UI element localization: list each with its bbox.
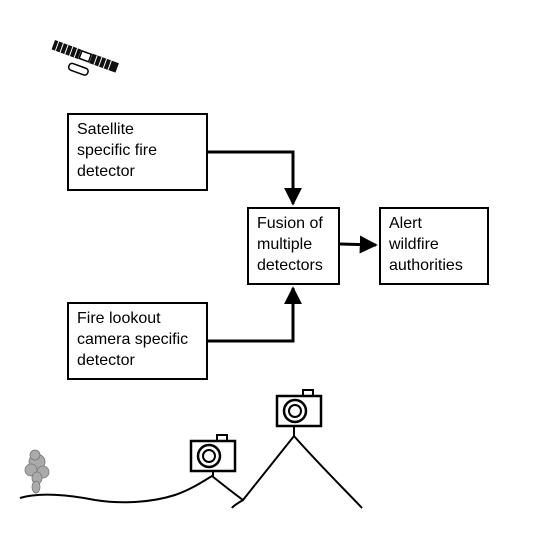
smoke-icon: [24, 449, 50, 494]
arrow-fusion-to-alert: [339, 235, 378, 254]
camera-icon: [275, 389, 323, 436]
satellite-icon: [51, 40, 119, 76]
alert-authorities-box: Alert wildfire authorities: [379, 207, 489, 285]
mountain-icon: [19, 434, 363, 509]
arrow-satellite-to-fusion: [208, 150, 302, 206]
camera-icon: [189, 434, 237, 477]
satellite-detector-box: Satellite specific fire detector: [67, 113, 208, 191]
camera-detector-box: Fire lookout camera specific detector: [67, 302, 208, 380]
arrow-camera-to-fusion: [208, 286, 302, 343]
fusion-box: Fusion of multiple detectors: [247, 207, 340, 285]
